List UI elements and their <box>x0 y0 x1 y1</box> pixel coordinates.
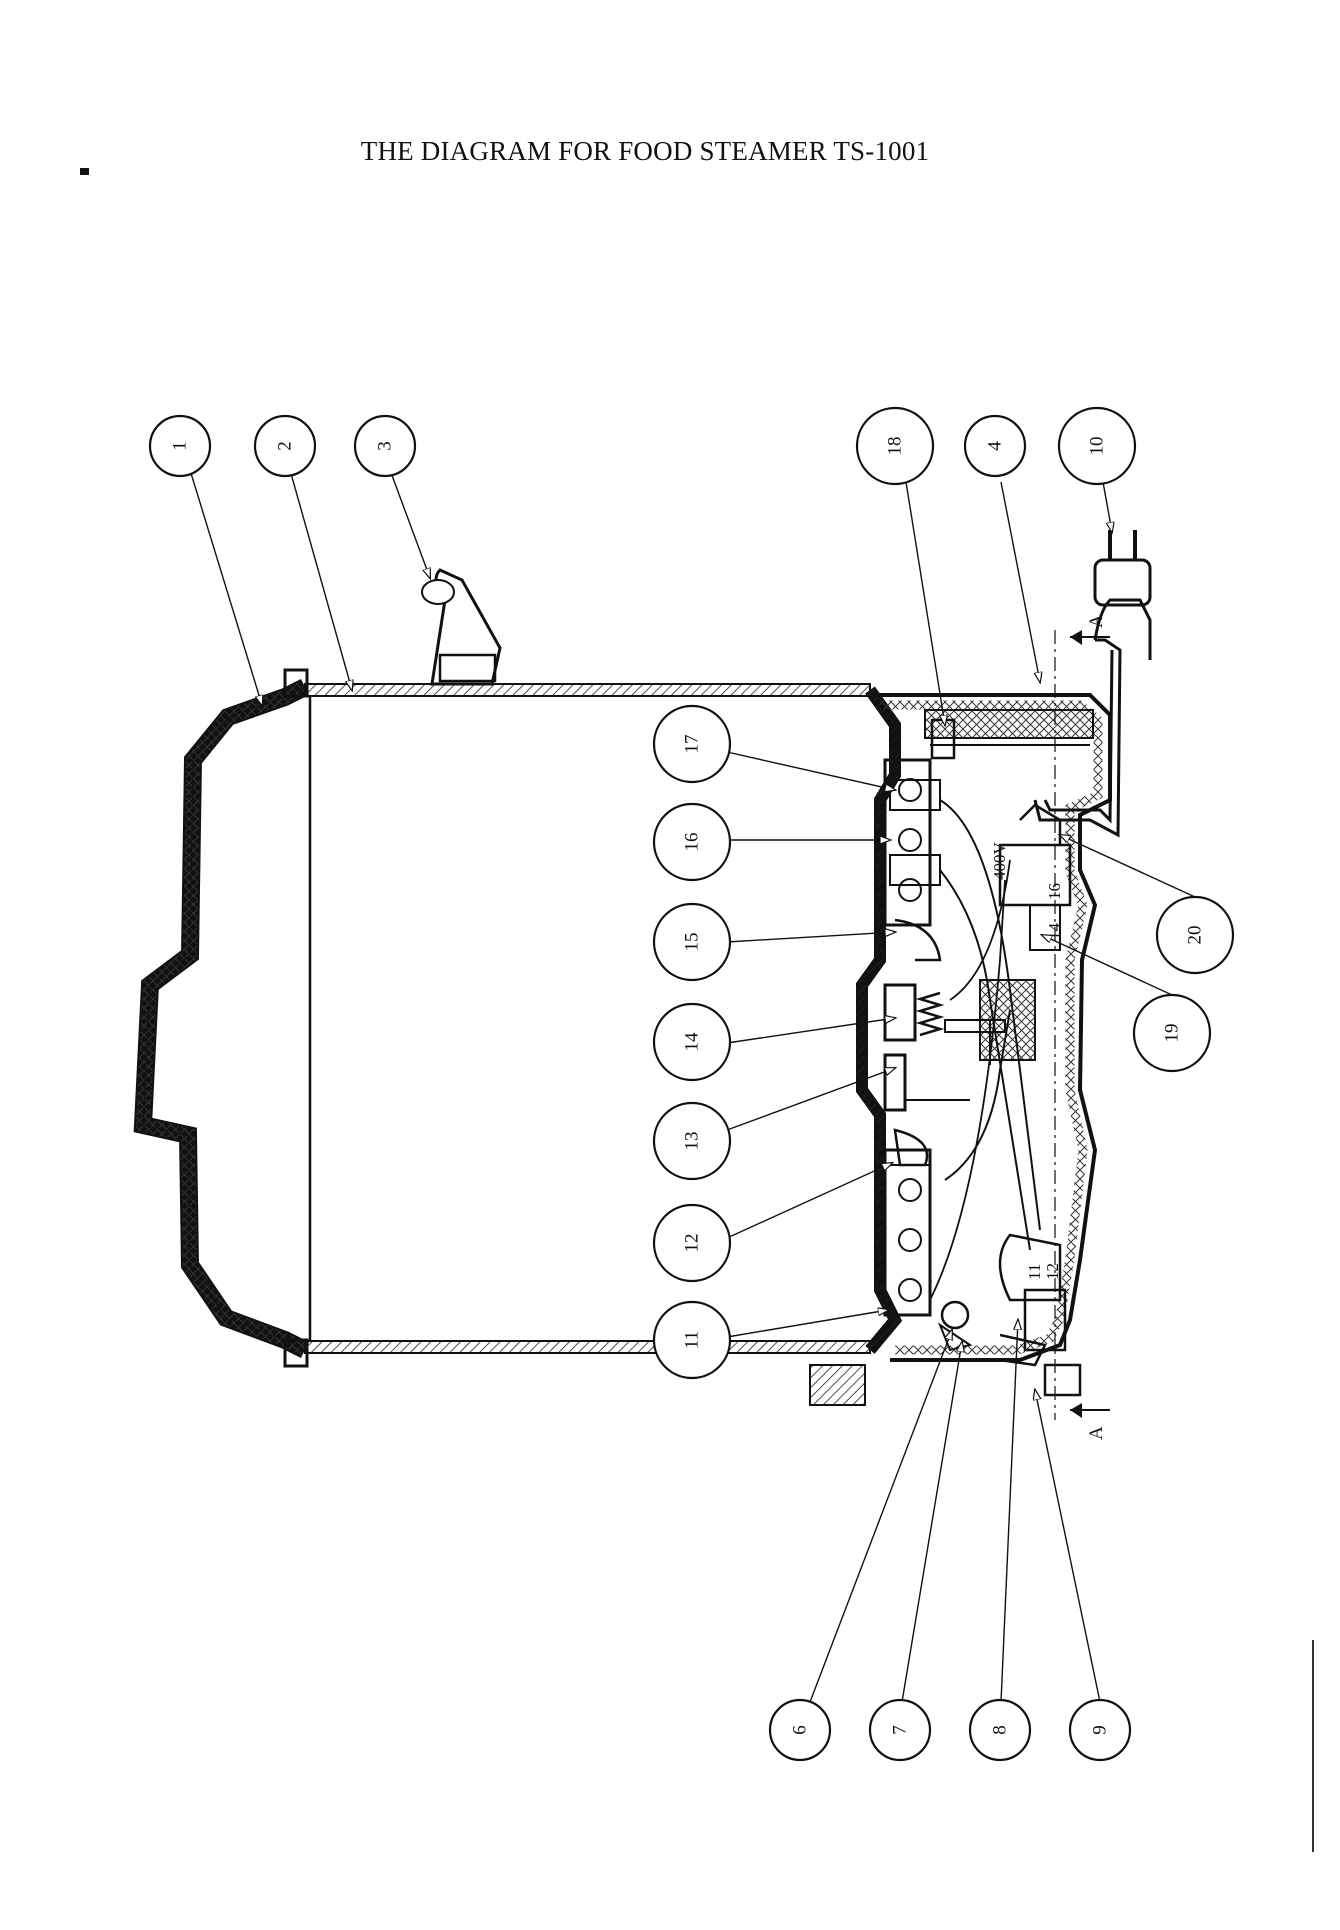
svg-text:7: 7 <box>890 1725 911 1735</box>
heater-assembly <box>883 718 1041 1317</box>
callout-4: 4 <box>963 414 1027 478</box>
callout-1: 1 <box>148 414 212 478</box>
part-16-inner-label: 16 <box>1045 883 1064 900</box>
part-12-inner-label: 12 <box>1043 1263 1062 1280</box>
svg-text:20: 20 <box>1185 926 1206 945</box>
svg-text:15: 15 <box>682 933 703 952</box>
callout-13: 13 <box>652 1101 732 1181</box>
callout-3: 3 <box>353 414 417 478</box>
callout-12: 12 <box>652 1203 732 1283</box>
connector-assembly: 11 12 <box>809 1233 1082 1406</box>
callout-6: 6 <box>768 1698 832 1762</box>
svg-text:3: 3 <box>375 441 396 451</box>
callout-20: 20 <box>1155 895 1235 975</box>
margin-dash-mark <box>80 168 89 175</box>
svg-text:9: 9 <box>1090 1725 1111 1735</box>
svg-text:6: 6 <box>790 1725 811 1735</box>
svg-text:13: 13 <box>682 1132 703 1151</box>
svg-text:4: 4 <box>985 441 1006 451</box>
section-marker-top: A <box>1086 614 1107 628</box>
part-11-inner-label: 11 <box>1025 1264 1044 1280</box>
callout-19: 19 <box>1132 993 1212 1073</box>
callout-17: 17 <box>652 704 732 784</box>
lid <box>133 668 310 1368</box>
section-line-a-a: A A <box>1054 614 1110 1440</box>
voltage-label: 400V <box>990 842 1009 881</box>
callout-2: 2 <box>253 414 317 478</box>
callout-7: 7 <box>868 1698 932 1762</box>
svg-text:12: 12 <box>682 1234 703 1253</box>
side-handle <box>421 568 502 686</box>
callout-9: 9 <box>1068 1698 1132 1762</box>
svg-text:16: 16 <box>682 833 703 852</box>
svg-text:14: 14 <box>682 1032 703 1052</box>
svg-text:11: 11 <box>682 1331 703 1349</box>
leader-lines <box>189 469 1196 1703</box>
scan-edge-line <box>1312 1640 1314 1852</box>
bowl-wall <box>304 683 903 1354</box>
power-plug <box>1033 530 1152 838</box>
callout-16: 16 <box>652 802 732 882</box>
base-housing <box>870 693 1112 1362</box>
callout-10: 10 <box>1057 406 1137 486</box>
svg-text:19: 19 <box>1162 1024 1183 1043</box>
page-title: THE DIAGRAM FOR FOOD STEAMER TS-1001 <box>360 136 930 166</box>
svg-text:1: 1 <box>170 441 191 451</box>
callout-8: 8 <box>968 1698 1032 1762</box>
callout-14: 14 <box>652 1002 732 1082</box>
svg-text:10: 10 <box>1087 437 1108 456</box>
svg-text:18: 18 <box>885 437 906 456</box>
callout-15: 15 <box>652 902 732 982</box>
svg-text:8: 8 <box>990 1725 1011 1735</box>
callout-18: 18 <box>855 406 935 486</box>
svg-text:2: 2 <box>275 441 296 451</box>
svg-text:17: 17 <box>682 735 703 754</box>
section-marker-bottom: A <box>1086 1426 1107 1440</box>
callout-11: 11 <box>652 1300 732 1380</box>
